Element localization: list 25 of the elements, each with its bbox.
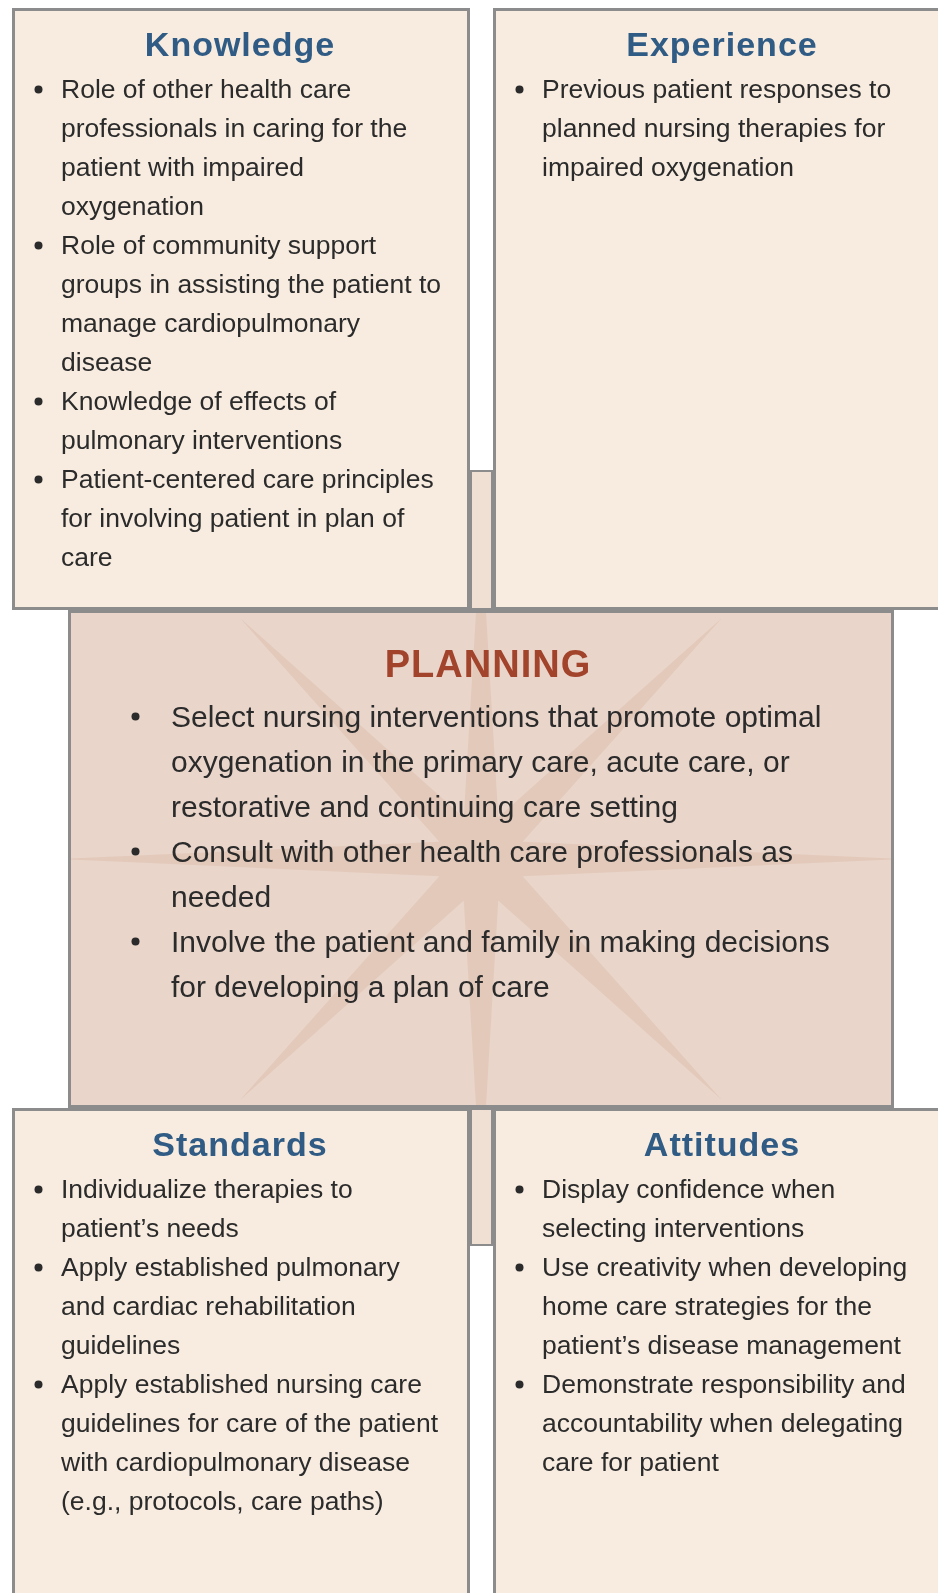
box-heading: Knowledge	[143, 25, 337, 64]
bullet-text: Involve the patient and family in making decisions for developing a plan of care	[171, 925, 830, 1003]
center-band	[470, 470, 493, 610]
bullet-text: Apply established nursing care guidelines for care of the patient with cardiopulmonary disease (e.g., protocols, care paths)	[61, 1369, 439, 1516]
box-heading: PLANNING	[383, 643, 593, 686]
category-box	[493, 8, 938, 610]
box-heading: Attitudes	[642, 1125, 802, 1164]
bullet-text: Role of community support groups in assisting the patient to manage cardiopulmonary disease	[61, 230, 442, 377]
category-box	[12, 8, 470, 610]
bullet-text: Previous patient responses to planned nursing therapies for impaired oxygenation	[542, 74, 892, 182]
box-heading: Experience	[625, 25, 819, 64]
bullet-text: Demonstrate responsibility and accountability when delegating care for patient	[542, 1369, 906, 1477]
bullet-text: Patient-centered care principles for involving patient in plan of care	[61, 464, 434, 572]
bullet-text: Display confidence when selecting interventions	[542, 1174, 836, 1243]
bullet-text: Individualize therapies to patient’s needs	[61, 1174, 353, 1243]
bullet-text: Knowledge of effects of pulmonary interventions	[61, 386, 343, 455]
bullet-text: Consult with other health care professionals as needed	[171, 835, 793, 913]
bullet-text: Role of other health care professionals in caring for the patient with impaired oxygenation	[61, 74, 408, 221]
bullet-text: Select nursing interventions that promote optimal oxygenation in the primary care, acute care, or restorative and continuing care setting	[171, 700, 822, 823]
box-heading: Standards	[151, 1125, 329, 1164]
category-box	[493, 1108, 938, 1593]
category-box	[12, 1108, 470, 1593]
bullet-text: Apply established pulmonary and cardiac rehabilitation guidelines	[61, 1252, 400, 1360]
center-band	[470, 1108, 493, 1246]
bullet-text: Use creativity when developing home care strategies for the patient’s disease management	[542, 1252, 908, 1360]
